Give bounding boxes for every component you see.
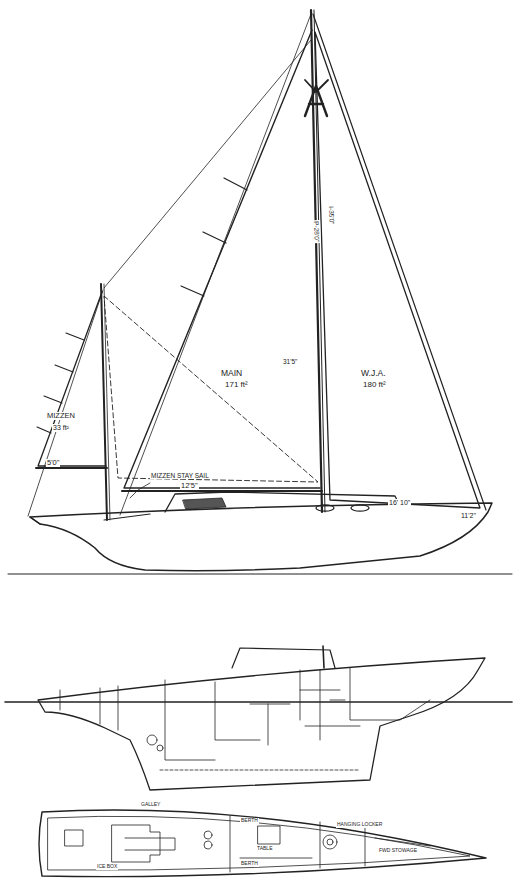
compartment-label: TABLE <box>256 846 273 852</box>
compartment-label: BERTH <box>240 818 259 824</box>
dimension: P-28'0" <box>313 220 321 243</box>
sail-area: 180 ft² <box>362 381 387 390</box>
compartment-label: FWD STOWAGE <box>378 848 418 854</box>
compartment-label: HANGING LOCKER <box>336 822 383 828</box>
sail-name: MIZZEN <box>46 412 76 420</box>
dimension: I-35'0" <box>328 205 336 226</box>
sail-name: MAIN <box>220 369 243 378</box>
compartment-label: GALLEY <box>140 802 161 808</box>
sail-name: MIZZEN STAY SAIL <box>150 472 210 479</box>
dimension: 12'5" <box>180 482 199 490</box>
compartment-label: BERTH <box>240 861 259 867</box>
dimension: 5'0" <box>46 459 60 467</box>
compartment-label: ICE BOX <box>96 864 118 870</box>
dimension: 16' 10" <box>388 499 411 507</box>
sail-name: W.J.A. <box>360 369 387 378</box>
sail-area: 33 ft² <box>52 424 70 432</box>
sail-area: 171 ft² <box>224 381 249 390</box>
dimension: 31'5" <box>282 358 298 365</box>
dimension: 11'2" <box>460 512 477 520</box>
